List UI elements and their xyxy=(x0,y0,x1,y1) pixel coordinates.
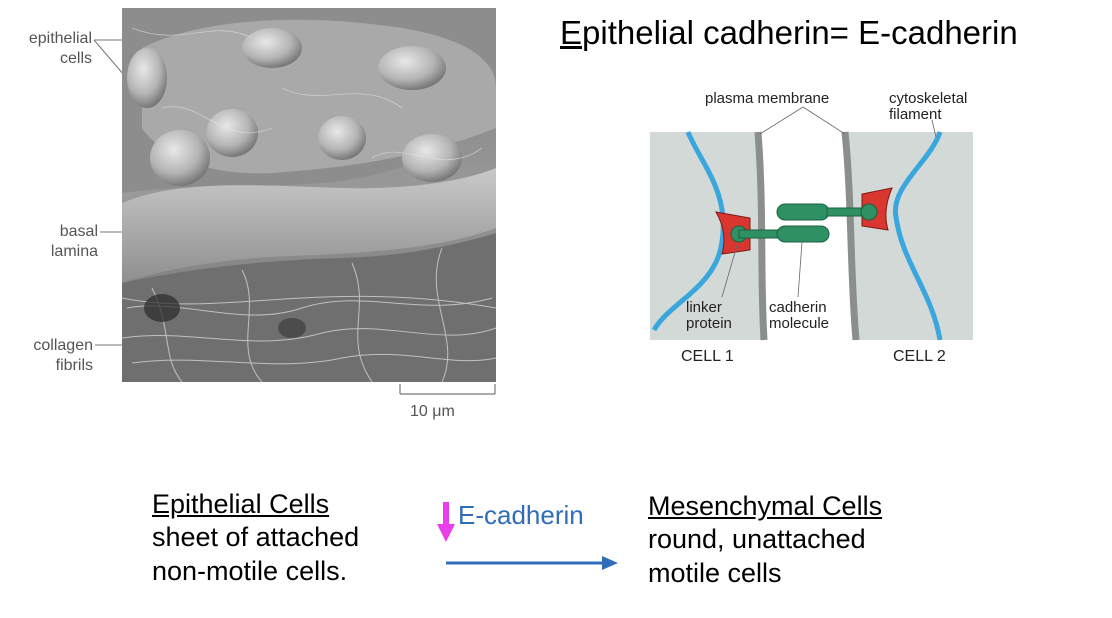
linker-protein-label: linker protein xyxy=(686,300,732,332)
title-rest: pithelial cadherin= E-cadherin xyxy=(582,14,1018,51)
sem-micrograph-image xyxy=(122,8,496,382)
plasma-membrane-label: plasma membrane xyxy=(705,90,830,107)
cell2-filament xyxy=(892,131,943,341)
collagen-fibrils-label: collagen fibrils xyxy=(6,336,93,376)
epithelial-cells-label: epithelial cells xyxy=(6,29,92,69)
mesenchymal-line2: motile cells xyxy=(648,558,782,588)
epithelial-label-line2: cells xyxy=(59,50,92,67)
mesenchymal-cells-block: Mesenchymal Cells round, unattached moti… xyxy=(648,490,882,590)
epithelial-label-line1: epithelial xyxy=(28,30,92,47)
cell2-membrane xyxy=(841,131,860,341)
basal-label-line1: basal xyxy=(59,223,98,240)
collagen-label-line2: fibrils xyxy=(55,357,93,374)
epithelial-line2: non-motile cells. xyxy=(152,556,348,586)
cytoskeletal-label-line1: cytoskeletal xyxy=(889,90,968,107)
cell2-body xyxy=(845,132,973,340)
collagen-label-line1: collagen xyxy=(33,337,93,354)
linker-label-line2: protein xyxy=(686,315,732,332)
cadherin-molecule xyxy=(730,203,878,243)
page-title: Epithelial cadherin= E-cadherin xyxy=(560,14,1018,52)
scale-bar xyxy=(399,384,496,395)
mesenchymal-line1: round, unattached xyxy=(648,524,866,554)
cadherin-molecule-label: cadherin molecule xyxy=(769,300,829,332)
e-cadherin-arrow-label: E-cadherin xyxy=(458,500,584,530)
cytoskeletal-filament-label: cytoskeletal filament xyxy=(889,91,967,123)
micrograph-leader-lines xyxy=(93,39,125,346)
decrease-arrow-icon xyxy=(437,502,455,542)
title-first-letter: E xyxy=(560,14,583,51)
basal-lamina-label: basal lamina xyxy=(6,222,98,262)
cell1-membrane xyxy=(754,131,768,341)
cell2-label: CELL 2 xyxy=(893,348,946,365)
cytoskeletal-label-line2: filament xyxy=(889,106,942,123)
cell1-filament xyxy=(651,131,726,332)
epithelial-cells-heading: Epithelial Cells xyxy=(152,489,330,519)
basal-label-line2: lamina xyxy=(50,243,98,260)
cell1-label: CELL 1 xyxy=(681,348,734,365)
epithelial-line1: sheet of attached xyxy=(152,522,360,552)
transition-arrow-icon xyxy=(446,556,618,570)
cell1-body xyxy=(650,132,764,340)
linker-label-line1: linker xyxy=(686,299,722,316)
scale-bar-label: 10 μm xyxy=(410,403,455,420)
cadherin-label-line1: cadherin xyxy=(769,299,827,316)
mesenchymal-cells-heading: Mesenchymal Cells xyxy=(648,491,883,521)
cadherin-label-line2: molecule xyxy=(769,315,830,332)
cadherin-diagram xyxy=(650,106,973,341)
epithelial-cells-block: Epithelial Cells sheet of attached non-m… xyxy=(152,488,359,588)
